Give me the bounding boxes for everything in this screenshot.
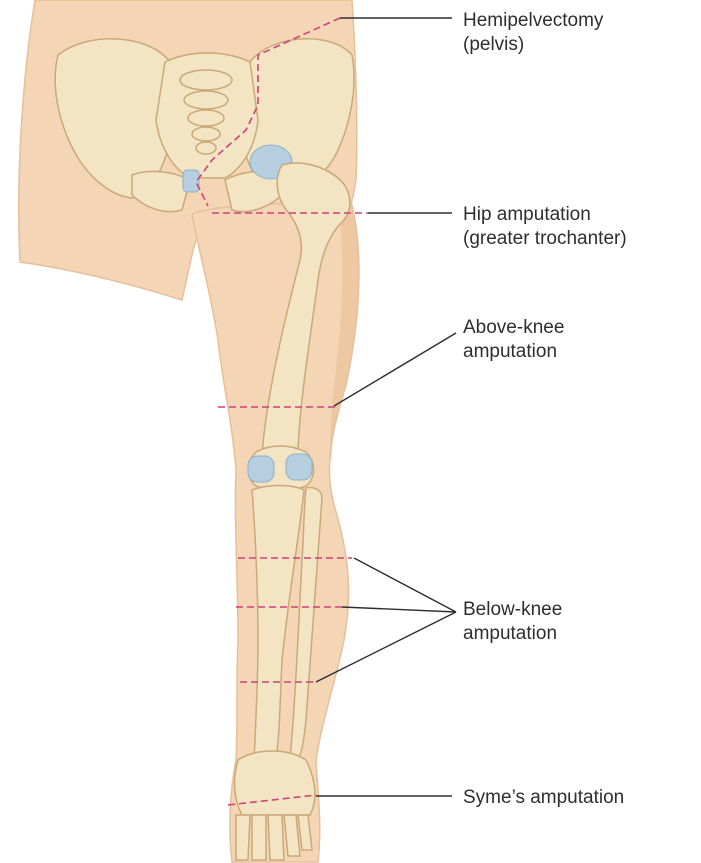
foot-bones [235, 751, 315, 860]
label-line: Hemipelvectomy [463, 10, 604, 31]
label-symes: Syme’s amputation [463, 787, 624, 808]
label-above-knee: Above-knee amputation [463, 317, 570, 362]
label-hip: Hip amputation (greater trochanter) [463, 204, 627, 249]
label-line: amputation [463, 341, 557, 362]
label-line: Hip amputation [463, 204, 591, 225]
label-line: Above-knee [463, 317, 564, 338]
label-line: (pelvis) [463, 34, 524, 55]
labels: Hemipelvectomy (pelvis) Hip amputation (… [463, 10, 627, 808]
leader-below-knee-2 [342, 607, 456, 612]
label-line: Below-knee [463, 599, 562, 620]
label-hemipelvectomy: Hemipelvectomy (pelvis) [463, 10, 609, 55]
label-below-knee: Below-knee amputation [463, 599, 568, 644]
label-line: (greater trochanter) [463, 228, 627, 249]
label-line: Syme’s amputation [463, 787, 624, 808]
label-line: amputation [463, 623, 557, 644]
leader-below-knee-1 [354, 558, 456, 612]
